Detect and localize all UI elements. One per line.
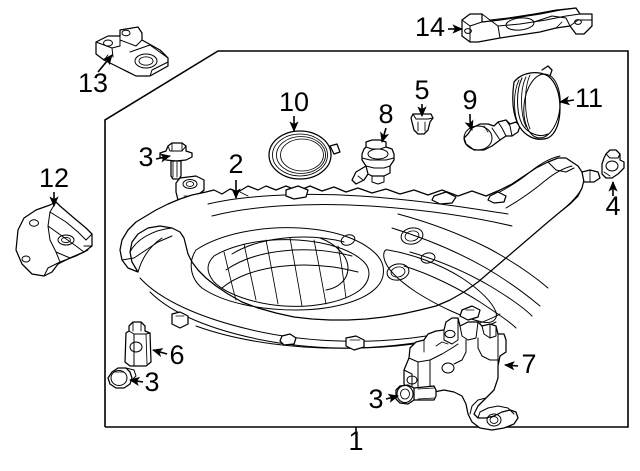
callout-label-14: 14 (415, 12, 445, 42)
part-14-headlamp-support-rail (461, 7, 593, 43)
leader-6 (152, 348, 168, 358)
part-3a-mounting-screw (159, 142, 193, 180)
callout-label-13: 13 (78, 68, 108, 98)
leader-3a (155, 153, 171, 163)
callout-label-7: 7 (521, 349, 536, 379)
assembly-boundary-box (104, 50, 629, 428)
part-5-cap-plug (410, 113, 434, 135)
part-11-dust-cover-cap (512, 65, 561, 140)
callout-label-5: 5 (414, 75, 429, 105)
callout-label-3b: 3 (144, 367, 159, 397)
leader-7 (504, 361, 519, 371)
part-6-leveling-motor-connector (124, 321, 152, 367)
leader-11 (559, 96, 575, 106)
callout-label-9: 9 (462, 85, 477, 115)
part-7-mounting-bracket (403, 317, 519, 431)
leader-8 (380, 127, 390, 143)
part-2-headlamp-housing (119, 155, 601, 351)
callout-label-2: 2 (228, 149, 243, 179)
part-3c-mounting-screw (395, 384, 437, 405)
leader-9 (464, 113, 474, 131)
callout-label-3c: 3 (368, 384, 383, 414)
part-3b-mounting-screw (107, 367, 137, 389)
part-10-bulb-retaining-ring (268, 130, 341, 180)
part-12-outer-mounting-bracket (15, 201, 93, 277)
callout-label-4: 4 (605, 191, 620, 221)
callout-label-11: 11 (575, 83, 603, 113)
callout-label-3a: 3 (138, 142, 153, 172)
callout-label-8: 8 (378, 99, 393, 129)
part-13-upper-mounting-bracket (95, 26, 169, 77)
part-9-signal-bulb (463, 119, 521, 151)
part-8-headlamp-bulb (351, 139, 395, 185)
callout-label-1: 1 (348, 426, 363, 456)
leader-3b (129, 376, 144, 387)
callout-label-12: 12 (39, 163, 69, 193)
callout-label-10: 10 (279, 87, 309, 117)
leader-13 (97, 54, 113, 73)
leader-3c (385, 393, 399, 403)
part-4-side-marker-bulb-socket (601, 149, 625, 179)
callout-label-6: 6 (169, 340, 184, 370)
